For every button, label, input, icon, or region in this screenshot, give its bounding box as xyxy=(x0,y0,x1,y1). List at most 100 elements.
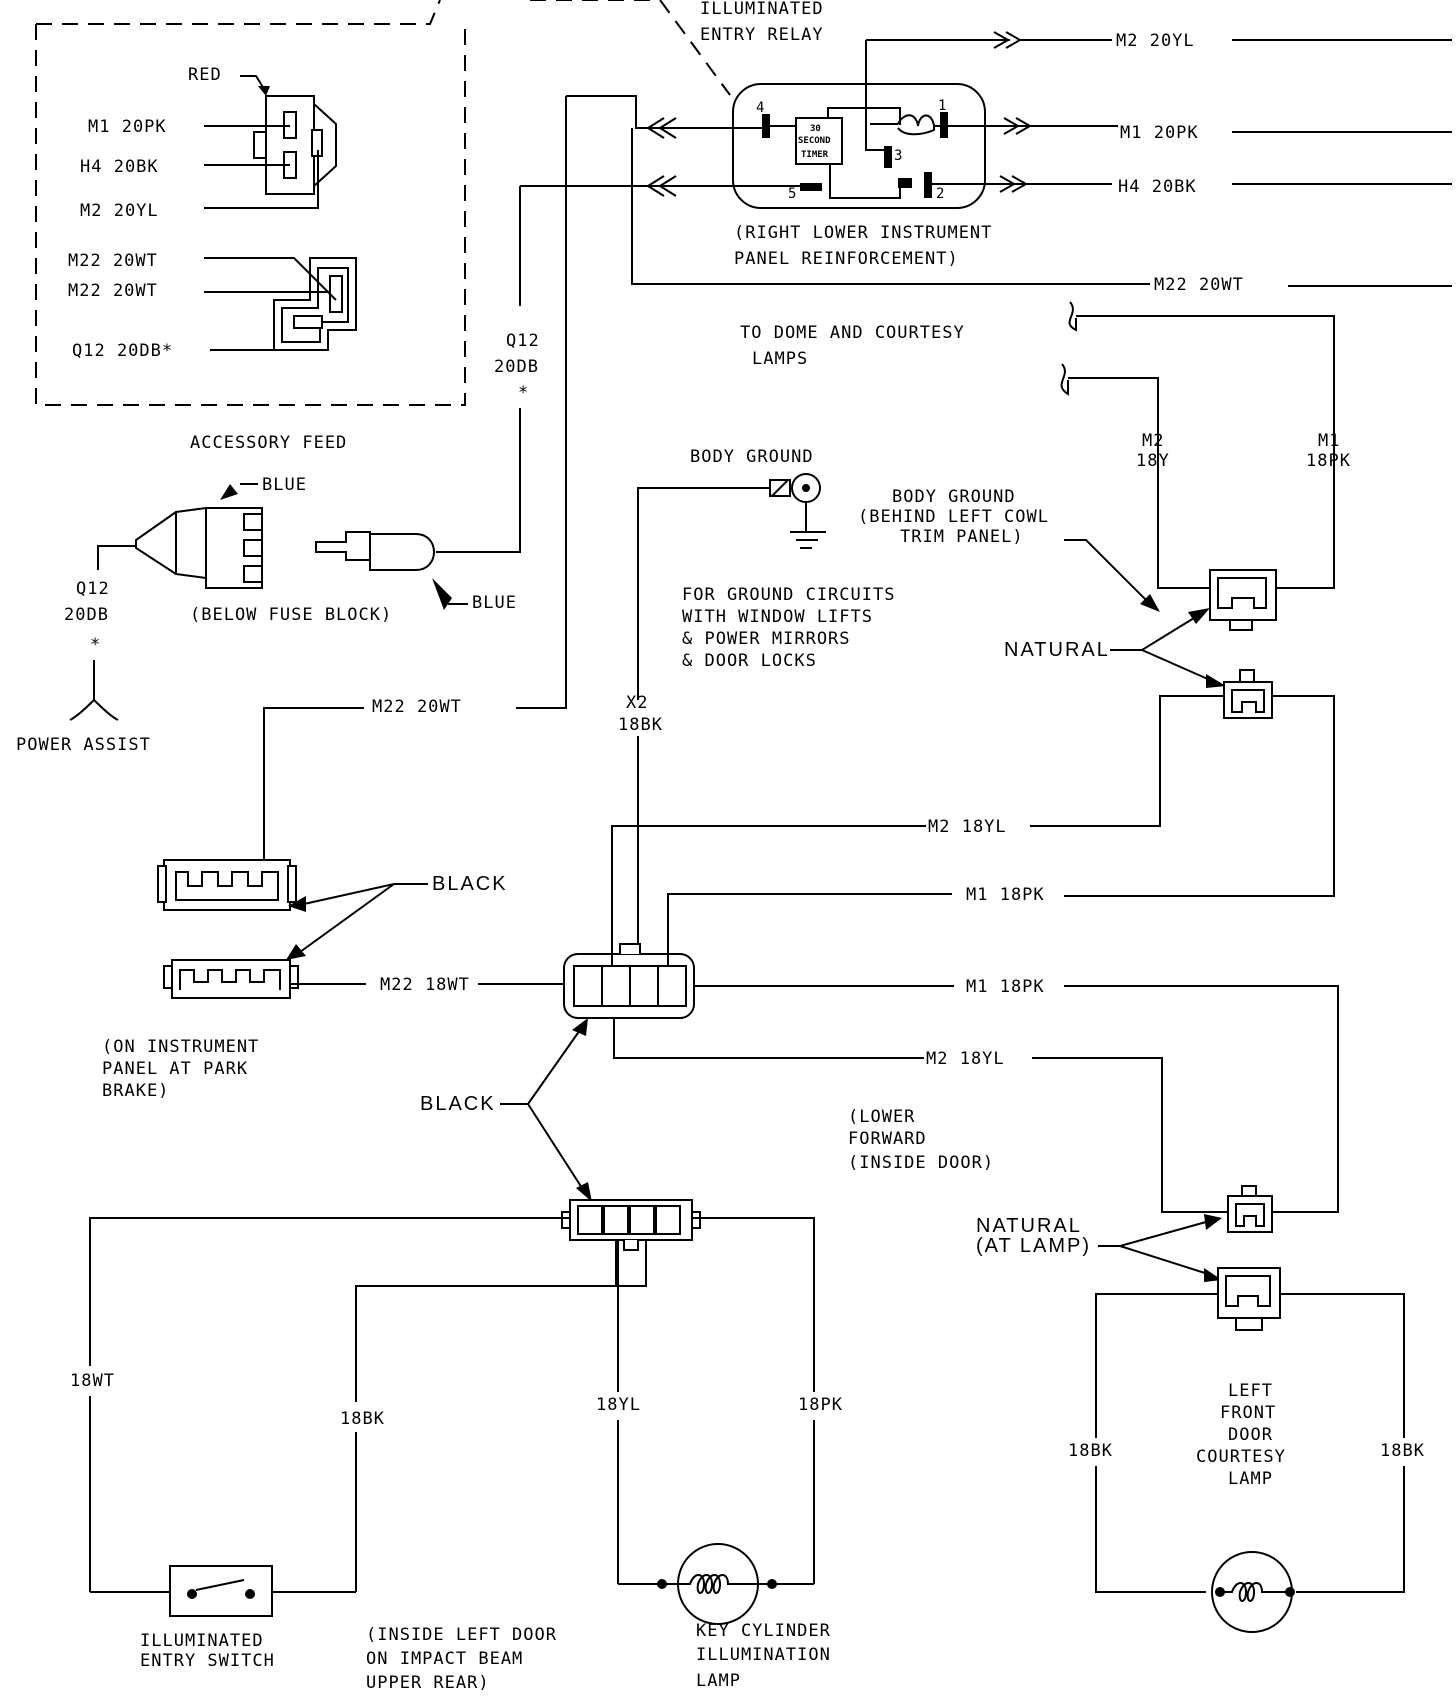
courtesy-line3: DOOR xyxy=(1228,1425,1273,1445)
blue-male-body xyxy=(369,533,435,571)
wire-line xyxy=(1296,1466,1405,1593)
wire-m2-18yl-bottom xyxy=(613,1018,924,1059)
timer-line2: SECOND xyxy=(798,136,831,146)
connector-tab xyxy=(1241,1185,1257,1197)
courtesy-filament-icon xyxy=(1224,1582,1286,1602)
wire-m22-20wt-b: M22 20WT xyxy=(68,281,158,301)
wire-h4-20bk: H4 20BK xyxy=(80,157,159,177)
wire-break-icon xyxy=(1060,363,1069,396)
q12-vertical-group: Q12 20DB * xyxy=(436,186,540,553)
bottom-18pk: 18PK xyxy=(798,1395,843,1415)
connector-tab xyxy=(289,965,299,989)
power-assist-wire-icon xyxy=(69,660,119,721)
connector-tab xyxy=(561,1211,571,1229)
blue-male-pin xyxy=(315,531,371,561)
relay-pin-1 xyxy=(940,112,948,138)
connector-tab xyxy=(253,131,267,159)
accessory-feed-label: ACCESSORY FEED xyxy=(190,433,347,453)
black-center-label: BLACK xyxy=(420,1093,496,1115)
natural-arrowhead xyxy=(1188,608,1210,624)
left-location-line2: PANEL AT PARK xyxy=(102,1059,248,1079)
ground-terminal-slash xyxy=(771,479,789,497)
pin-label-5: 5 xyxy=(788,186,796,202)
natural-arrow-down xyxy=(1141,649,1211,681)
thirty-second-timer xyxy=(795,117,843,165)
cowl-arrowhead xyxy=(1140,594,1160,612)
natural-lamp-arrowhead xyxy=(1204,1214,1222,1230)
lamp-terminal xyxy=(657,1579,667,1589)
connector-inner xyxy=(175,871,279,901)
bottom-door-connector-group: 18WT 18BK 18YL 18PK xyxy=(70,1199,843,1592)
courtesy-line1: LEFT xyxy=(1228,1381,1273,1401)
center-m1-18pk-a: M1 18PK xyxy=(966,885,1045,905)
connector-tab xyxy=(1239,669,1255,683)
left-location-line1: (ON INSTRUMENT xyxy=(102,1037,259,1057)
connector-inner xyxy=(1217,577,1267,609)
bottom-connector-cavity xyxy=(577,1205,603,1235)
ground-symbol-icon xyxy=(790,502,826,549)
wire-m2-18yl-top xyxy=(611,825,926,966)
black-connector-lower xyxy=(171,959,291,999)
body-ground-label: BODY GROUND xyxy=(690,447,814,467)
courtesy-line2: FRONT xyxy=(1220,1403,1276,1423)
blue-star: * xyxy=(90,635,101,655)
wire-m22-20wt-left xyxy=(263,707,364,860)
bottom-18bk: 18BK xyxy=(340,1409,385,1429)
lamp-terminal xyxy=(1285,1587,1295,1597)
cowl-line3: TRIM PANEL) xyxy=(900,527,1024,547)
wire-courtesy-left xyxy=(1095,1293,1218,1438)
center-connector-latch xyxy=(619,943,641,954)
natural-lamp-arrow-up xyxy=(1098,1221,1207,1247)
cowl-line1: BODY GROUND xyxy=(892,487,1016,507)
connector-pin xyxy=(293,315,323,329)
wire-m1-to-lamp-connector xyxy=(1064,985,1339,1213)
wire-q12-left xyxy=(97,545,136,570)
lamp-filament-icon xyxy=(666,1574,768,1594)
q12-star: * xyxy=(518,383,529,403)
connector-chevron-icon xyxy=(646,175,677,197)
dome-courtesy-group: TO DOME AND COURTESY LAMPS M2 18Y M1 18P… xyxy=(740,301,1351,589)
blue-connector-group: BLUE BLUE Q12 20DB * (BELOW FUSE BLOCK) … xyxy=(16,475,516,755)
relay-location-line2: PANEL REINFORCEMENT) xyxy=(734,249,959,269)
connector-chevron-icon xyxy=(999,175,1029,193)
left-panel-group: M22 20WT BLACK M22 18WT (ON INSTRUMENT P… xyxy=(102,96,567,1101)
illuminated-entry-switch: ILLUMINATED ENTRY SWITCH xyxy=(90,1565,356,1671)
natural-lamp-line1: NATURAL xyxy=(976,1215,1082,1237)
body-ground-center: BODY GROUND FOR GROUND CIRCUITS WITH WIN… xyxy=(637,447,894,700)
relay-pin-4 xyxy=(762,114,770,138)
accessory-box-outline xyxy=(35,24,466,406)
wire-18bk-join xyxy=(616,1240,647,1287)
relay-internal-wire xyxy=(829,164,901,199)
lamp-line2: ILLUMINATION xyxy=(696,1645,831,1665)
dome-m1-line2: 18PK xyxy=(1306,451,1351,471)
accessory-feed-group: RED M1 20PK H4 20BK M2 20YL M22 20WT xyxy=(35,0,731,453)
left-m22-20wt: M22 20WT xyxy=(372,697,462,717)
wire-m22-20wt-a: M22 20WT xyxy=(68,251,158,271)
relay-location-line1: (RIGHT LOWER INSTRUMENT xyxy=(734,223,992,243)
wire-18pk-down xyxy=(692,1217,815,1392)
lamp-connector-upper xyxy=(1227,1195,1273,1233)
right-wire-h4-20bk: H4 20BK xyxy=(1118,177,1197,197)
bottom-connector-cavity xyxy=(629,1205,655,1235)
black-arrowhead xyxy=(576,1182,592,1202)
wire-18wt-down xyxy=(89,1217,570,1366)
relay-internal-wire xyxy=(827,107,901,125)
wire-line xyxy=(204,257,337,301)
pin-label-3: 3 xyxy=(894,148,902,164)
connector-tab xyxy=(157,865,167,903)
lower-forward-line3: (INSIDE DOOR) xyxy=(848,1153,994,1173)
q12-line1: Q12 xyxy=(506,331,540,351)
timer-line1: 30 xyxy=(810,124,821,134)
q12-line2: 20DB xyxy=(494,357,539,377)
black-arrow-lower xyxy=(299,883,395,953)
accessory-connector-lower xyxy=(273,257,357,351)
dome-line1: TO DOME AND COURTESY xyxy=(740,323,965,343)
dome-line2: LAMPS xyxy=(752,349,808,369)
wire-break-icon xyxy=(1068,301,1077,332)
lamp-line3: LAMP xyxy=(696,1671,741,1691)
wire-m2-to-lamp-connector xyxy=(1032,1057,1228,1213)
connector-inner xyxy=(281,267,349,343)
center-connector-cavity xyxy=(657,965,687,1007)
door-line3: UPPER REAR) xyxy=(366,1673,490,1693)
wire-m2-18yl-a xyxy=(1030,695,1224,827)
